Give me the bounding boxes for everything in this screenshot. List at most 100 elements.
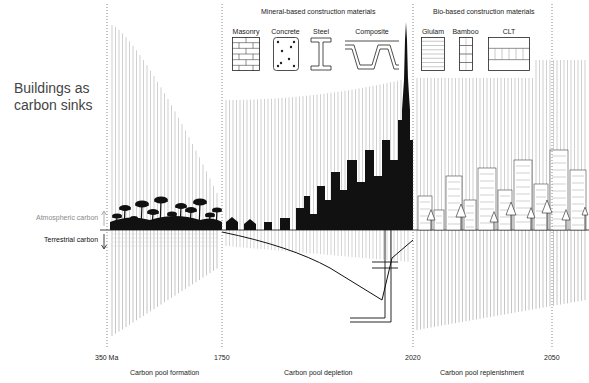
carbon-line [327,230,328,255]
clt-board [523,48,524,59]
tree-frond [112,215,122,219]
building-floor [516,201,530,202]
diagram-label: 2050 [543,353,561,362]
building-floor [436,223,442,224]
carbon-line [161,87,162,230]
building-floor [552,198,566,199]
carbon-line [543,230,544,308]
carbon-line [408,230,409,262]
carbon-line [206,230,207,275]
city-building [317,186,325,230]
carbon-line [171,105,172,230]
tree-frond [167,213,177,217]
diagram-label: 2020 [404,353,422,362]
carbon-line [247,100,248,230]
lamella [422,41,445,42]
building-floor [466,220,474,221]
composite-icon [345,45,399,65]
tree-crown [542,200,552,213]
carbon-line [296,230,297,252]
timber-building [464,200,476,230]
building-floor [572,225,584,226]
carbon-line [136,230,137,320]
diagram-label: 1750 [213,353,231,362]
carbon-line [278,230,279,251]
era-divider [222,4,223,348]
building-floor [500,224,510,225]
strata-line [112,234,218,235]
carbon-line [373,230,374,259]
building-floor [448,210,460,211]
tree-frond [205,214,215,218]
carbon-line [455,230,456,323]
building-floor [466,213,474,214]
carbon-line [564,230,565,304]
carbon-line [126,37,127,230]
tree-canopy [147,209,159,215]
brick-joint [246,37,247,43]
brick-joint [253,43,254,49]
carbon-line [515,230,516,313]
material-symbol [232,37,260,71]
diagram-label: Carbon pool formation [129,368,200,377]
building-floor [572,218,584,219]
carbon-line [578,230,579,301]
timber-building [514,160,532,230]
material-icon: Bamboo [451,27,480,71]
carbon-line [501,230,502,315]
carbon-line [199,230,200,280]
carbon-line [380,230,381,259]
carbon-line [264,99,265,230]
carbon-line [338,230,339,256]
diagram-label: 350 Ma [94,353,119,362]
brick-joint [246,60,247,66]
material-symbol [459,37,473,71]
tree-canopy [119,205,131,211]
material-symbol [344,37,400,71]
brick-joint [239,54,240,60]
building-floor [436,216,442,217]
concrete-icon [273,38,298,71]
tree-crown [506,202,516,215]
building-floor [480,174,494,175]
brick-joint [253,65,254,71]
material-label: Composite [343,27,401,36]
building-floor [572,190,584,191]
material-icon: Composite [343,27,401,71]
carbon-line [240,230,241,247]
carbon-line [567,230,568,303]
tree-frond [135,202,149,207]
extraction-profile [222,232,413,300]
city-building [382,140,390,230]
carbon-line [420,230,421,329]
building-floor [516,166,530,167]
carbon-line [168,230,169,300]
timber-building [434,210,444,230]
carbon-line [434,78,435,230]
clt-board [516,48,517,59]
carbon-line [331,230,332,255]
carbon-line [157,82,158,230]
clt-icon [489,38,530,71]
building-floor [480,209,494,210]
carbon-line [560,230,561,305]
carbon-line [243,230,244,248]
carbon-line [445,78,446,230]
building-floor [448,189,460,190]
carbon-line [557,230,558,305]
diagram-label: Carbon pool replenishment [439,368,525,377]
material-symbol [421,37,445,71]
carbon-line [532,230,533,309]
carbon-line [292,97,293,230]
city-building [325,200,331,230]
building-floor [572,204,584,205]
diagram-label: Mineral-based construction materials [260,7,376,16]
strata-line [112,242,218,243]
tree-crown [582,207,588,215]
carbon-line [236,230,237,247]
brick-joint [239,43,240,49]
carbon-line [341,230,342,256]
tree-canopy [175,203,187,209]
carbon-line [324,230,325,255]
rebar-dot [292,41,294,43]
